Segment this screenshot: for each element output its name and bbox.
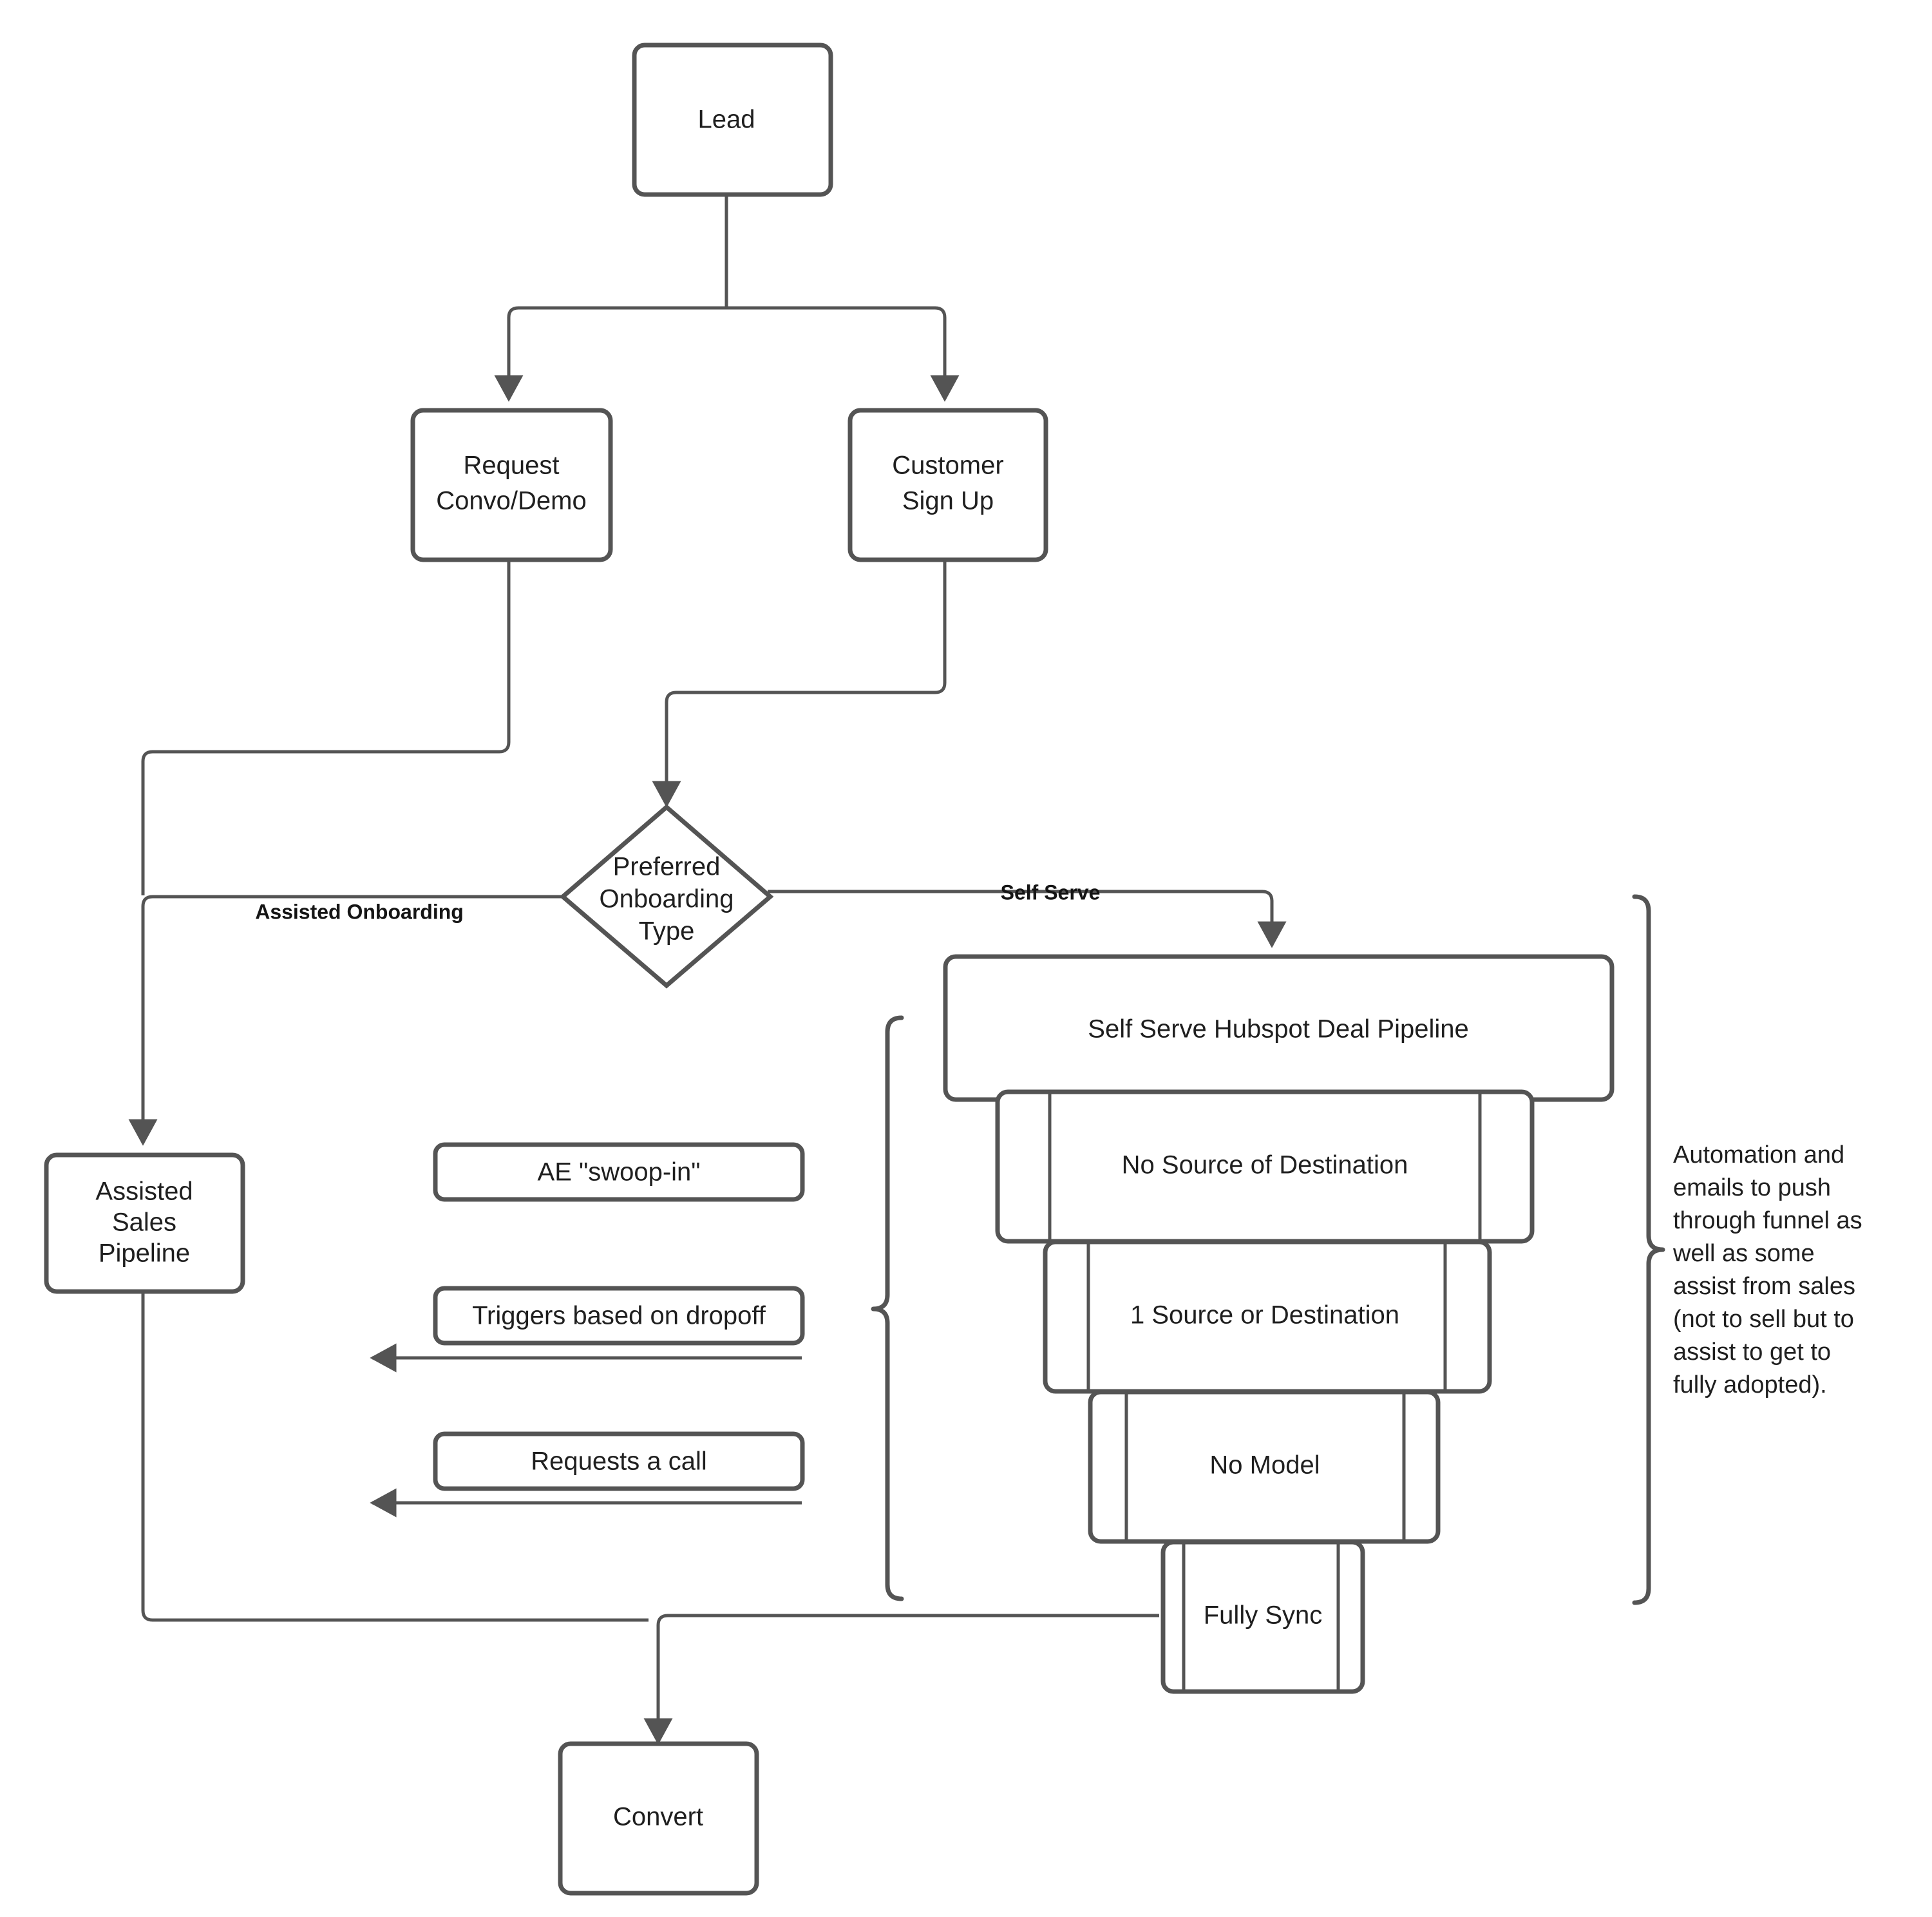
node-lead-box [632,43,833,197]
edge-customer-signup-to-decision [652,558,947,808]
edge-lead-to-request-convo [494,306,726,402]
annotation-line-3: through funnel as [1673,1207,1862,1234]
node-request-convo-demo-label-line2: Convo/Demo [436,487,586,515]
decision-label-line1: Preferred [613,853,721,881]
edge-label-assisted-onboarding: Assisted Onboarding [255,900,464,923]
node-preferred-onboarding-type[interactable]: Preferred Onboarding Type [559,804,774,989]
decision-label-line2: Onboarding [599,885,734,913]
node-triggers-based-on-dropoff[interactable]: Triggers based on dropoff [433,1286,805,1346]
funnel-stage-fully-sync[interactable]: Fully Sync [1160,1540,1365,1694]
node-assisted-sales-pipeline[interactable]: Assisted Sales Pipeline [44,1152,245,1294]
funnel-stage-no-model[interactable]: No Model [1088,1389,1441,1544]
node-requests-a-call-label: Requests a call [531,1447,706,1476]
node-customer-sign-up-label-line1: Customer [892,452,1003,480]
node-customer-sign-up[interactable]: Customer Sign Up [848,408,1048,562]
node-lead-label: Lead [698,106,755,134]
funnel-stage-4-label: Fully Sync [1204,1601,1323,1630]
node-request-convo-demo-label-line1: Request [464,452,560,480]
node-convert[interactable]: Convert [558,1741,759,1896]
funnel-left-brace [871,1015,904,1601]
assisted-sales-pipeline-label-line1: Assisted [95,1178,193,1206]
node-request-convo-demo[interactable]: Request Convo/Demo [410,408,613,562]
funnel-stage-2-label: 1 Source or Destination [1130,1301,1399,1330]
node-triggers-based-on-dropoff-box [433,1286,805,1346]
assisted-sales-pipeline-label-line3: Pipeline [99,1239,190,1268]
decision-label-line3: Type [639,917,695,946]
funnel-stage-1-label: No Source of Destination [1122,1151,1408,1179]
node-self-serve-hubspot-deal-pipeline[interactable]: Self Serve Hubspot Deal Pipeline [943,954,1615,1102]
funnel-stage-4-box [1160,1540,1365,1694]
annotation-line-2: emails to push [1673,1174,1831,1201]
node-ae-swoop-in-label: AE "swoop-in" [538,1158,701,1187]
edge-label-self-serve: Self Serve [1001,881,1101,904]
edge-lead-to-customer-signup [726,306,960,402]
node-convert-box [558,1741,759,1896]
funnel-stage-no-source-of-destination[interactable]: No Source of Destination [995,1089,1535,1244]
node-ae-swoop-in-box [433,1142,805,1202]
assisted-sales-pipeline-label-line2: Sales [112,1208,176,1237]
node-triggers-based-on-dropoff-label: Triggers based on dropoff [472,1302,766,1330]
edge-decision-to-self-serve [768,890,1287,948]
node-requests-a-call-box [433,1431,805,1491]
node-convert-label: Convert [613,1803,703,1831]
edge-assisted-sales-to-convert [141,1292,649,1622]
annotation-line-1: Automation and [1673,1141,1844,1168]
funnel-stage-1-source-or-destination[interactable]: 1 Source or Destination [1043,1239,1492,1394]
node-self-serve-hubspot-deal-pipeline-label: Self Serve Hubspot Deal Pipeline [1088,1015,1468,1044]
node-request-convo-demo-box [410,408,613,562]
node-requests-a-call[interactable]: Requests a call [433,1431,805,1491]
edge-request-convo-to-left-spine [141,558,511,895]
edge-decision-to-assisted-sales [128,895,567,1146]
annotation-line-4: well as some [1672,1240,1815,1267]
funnel-right-brace [1632,894,1665,1605]
annotation-line-6: (not to sell but to [1673,1306,1854,1333]
annotation-line-8: fully adopted). [1673,1371,1827,1398]
node-preferred-onboarding-type-diamond [559,804,774,989]
node-lead[interactable]: Lead [632,43,833,197]
annotation-line-5: assist from sales [1673,1273,1855,1300]
node-assisted-sales-pipeline-box [44,1152,245,1294]
edge-fully-sync-to-convert [643,1614,1159,1745]
annotation-note: Automation and emails to push through fu… [1672,1141,1862,1398]
node-customer-sign-up-label-line2: Sign Up [902,487,994,515]
funnel-stage-3-label: No Model [1209,1451,1320,1480]
node-customer-sign-up-box [848,408,1048,562]
annotation-line-7: assist to get to [1673,1339,1831,1366]
node-ae-swoop-in[interactable]: AE "swoop-in" [433,1142,805,1202]
